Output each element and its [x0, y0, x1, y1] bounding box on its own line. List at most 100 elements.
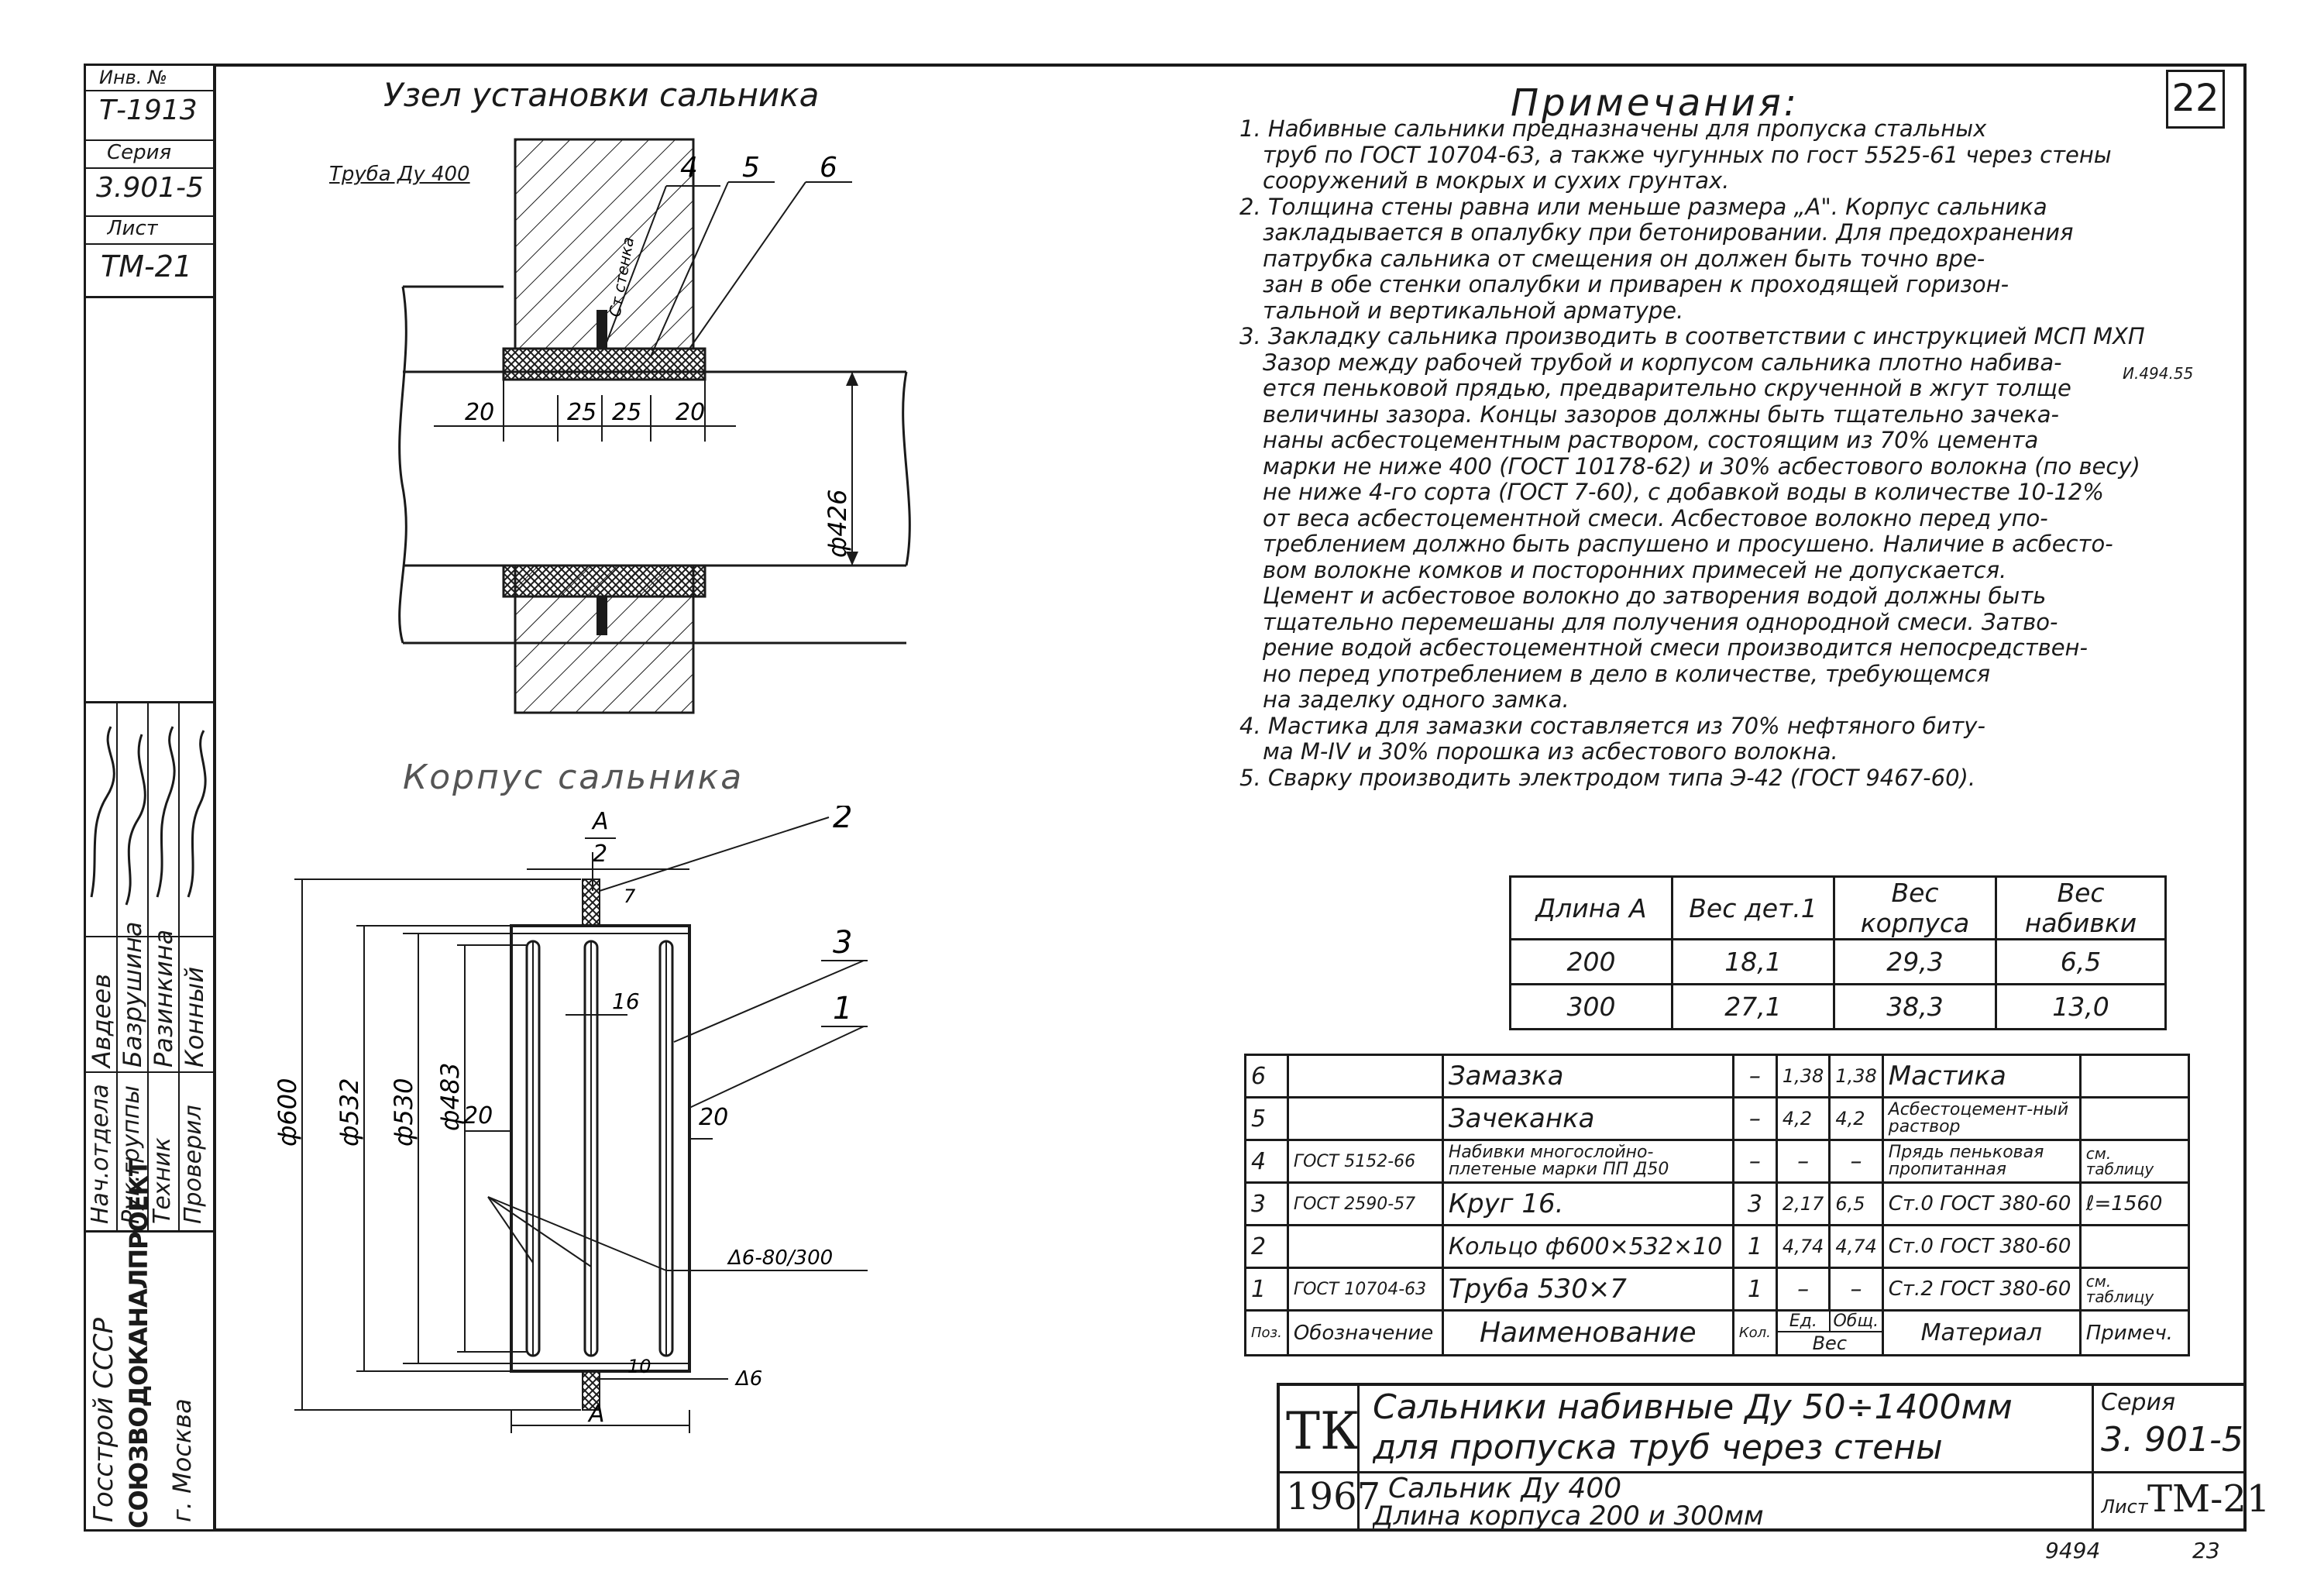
spec-header-designation: Обозначение	[1286, 1309, 1444, 1356]
table-cell: ГОСТ 10704-63	[1286, 1267, 1444, 1312]
table-cell: 27,1	[1671, 983, 1835, 1030]
table-cell: 18,1	[1671, 938, 1835, 985]
table-cell: Асбестоцемент-ный раствор	[1881, 1096, 2082, 1141]
table-cell: см. таблицу	[2078, 1139, 2190, 1184]
org-country: Госстрой СССР	[88, 1318, 119, 1522]
table-cell: –	[1828, 1139, 1884, 1184]
dim-a-half-num: А	[591, 808, 609, 835]
table-cell: 4,74	[1775, 1224, 1831, 1269]
table-cell: 4	[1244, 1139, 1289, 1184]
spec-table: 6 Замазка – 1,38 1,38 Мастика 5 Зачеканк…	[1244, 1054, 2190, 1356]
note-line: рение водой асбестоцементной смеси произ…	[1263, 634, 2088, 661]
table-cell: 4,2	[1828, 1096, 1884, 1141]
note-line: от веса асбестоцементной смеси. Асбестов…	[1263, 504, 2048, 531]
staff-name-4: Конный	[180, 966, 209, 1068]
weights-header-cell: Вес набивки	[1995, 875, 2167, 940]
title-block: ТК 1967 Сальники набивные Ду 50÷1400мм д…	[1277, 1383, 2270, 1532]
dim-20-right: 20	[699, 1104, 728, 1131]
table-cell: –	[1731, 1139, 1778, 1184]
callout-3: 3	[833, 925, 852, 961]
note-line: закладывается в опалубку при бетонирован…	[1263, 219, 2074, 246]
page-footer: 9494	[2045, 1538, 2101, 1563]
table-cell: –	[1775, 1267, 1831, 1312]
list-value: ТМ-21	[101, 249, 193, 284]
list-label: Лист	[107, 217, 158, 240]
spec-header-pos: Поз.	[1244, 1309, 1289, 1356]
note-line: патрубка сальника от смещения он должен …	[1263, 245, 1985, 272]
table-row: 6 Замазка – 1,38 1,38 Мастика	[1244, 1054, 2190, 1098]
table-cell: 200	[1509, 938, 1673, 985]
notes-body: 1. Набивные сальники предназначены для п…	[1239, 115, 2239, 791]
table-cell: 3	[1731, 1181, 1778, 1226]
table-cell: 5	[1244, 1096, 1289, 1141]
note-line: 4. Мастика для замазки составляется из 7…	[1239, 712, 1985, 739]
note-line: Цемент и асбестовое волокно до затворени…	[1263, 583, 2047, 609]
table-cell: –	[1828, 1267, 1884, 1312]
table-cell: 4,74	[1828, 1224, 1884, 1269]
table-row: 2 Кольцо ф600×532×10 1 4,74 4,74 Ст.0 ГО…	[1244, 1224, 2190, 1269]
title-line-1: Сальники набивные Ду 50÷1400мм	[1373, 1387, 2013, 1427]
table-row: 3 ГОСТ 2590-57 Круг 16. 3 2,17 6,5 Ст.0 …	[1244, 1181, 2190, 1226]
spec-header-material: Материал	[1881, 1309, 2082, 1356]
title-list-label: Лист	[2101, 1496, 2148, 1518]
note-line: треблением должно быть распушено и просу…	[1263, 531, 2113, 557]
series-value: 3.901-5	[96, 172, 204, 204]
dim-16: 16	[612, 988, 640, 1014]
org-name: СОЮЗВОДОКАНАЛПРОЕКТ	[124, 1160, 153, 1528]
weights-header-cell: Длина А	[1509, 875, 1673, 940]
table-cell	[1286, 1224, 1444, 1269]
dim-20-left: 20	[463, 1102, 493, 1129]
callout-5: 5	[742, 152, 760, 184]
drawing-frame	[213, 64, 2247, 1532]
table-cell: ГОСТ 2590-57	[1286, 1181, 1444, 1226]
spec-header-name: Наименование	[1441, 1309, 1734, 1356]
title-line-2: для пропуска труб через стены	[1373, 1428, 1943, 1467]
note-line: ется пеньковой прядью, предварительно ск…	[1263, 375, 2071, 401]
staff-name-3: Разинкина	[149, 929, 178, 1068]
table-cell: 1	[1731, 1267, 1778, 1312]
note-line: 1. Набивные сальники предназначены для п…	[1239, 115, 1987, 142]
notes-annotation: И.494.55	[2123, 364, 2194, 383]
weights-table: Длина А Вес дет.1 Вес корпуса Вес набивк…	[1509, 875, 2167, 1030]
pipe-label: Труба Ду 400	[329, 163, 470, 186]
table-row: 5 Зачеканка – 4,2 4,2 Асбестоцемент-ный …	[1244, 1096, 2190, 1141]
table-cell: –	[1731, 1096, 1778, 1141]
note-line: наны асбестоцементным раствором, состоящ…	[1263, 427, 2039, 453]
table-cell: Ст.0 ГОСТ 380-60	[1881, 1181, 2082, 1226]
dim-20-right: 20	[676, 399, 705, 426]
note-line: ма М-IV и 30% порошка из асбестового вол…	[1263, 738, 1838, 765]
table-cell: Круг 16.	[1441, 1181, 1734, 1226]
weld-1: Δ6-80/300	[727, 1246, 833, 1270]
table-row: Длина А Вес дет.1 Вес корпуса Вес набивк…	[1509, 875, 2167, 940]
page-footer-right: 23	[2192, 1538, 2220, 1563]
dim-10: 10	[627, 1356, 651, 1377]
callout-6: 6	[820, 152, 837, 184]
org-city: г. Москва	[167, 1398, 197, 1522]
title-series-value: 3. 901-5	[2101, 1420, 2243, 1460]
note-line: 3. Закладку сальника производить в соотв…	[1239, 323, 2145, 349]
table-cell: 4,2	[1775, 1096, 1831, 1141]
note-line: но перед употреблением в дело в количест…	[1263, 660, 1991, 687]
note-line: вом волокне комков и посторонних примесе…	[1263, 556, 2007, 583]
table-cell: 13,0	[1995, 983, 2167, 1030]
callout-2: 2	[833, 806, 852, 835]
drawing1-title: Узел установки сальника	[383, 76, 820, 114]
diameter-426: ф426	[823, 490, 852, 558]
title-list-value: ТМ-21	[2147, 1477, 2271, 1521]
spec-header-weight-total: Общ.	[1833, 1312, 1879, 1332]
dim-a-half-den: 2	[593, 841, 607, 868]
table-cell: Зачеканка	[1441, 1096, 1734, 1141]
table-cell: 6	[1244, 1054, 1289, 1098]
staff-name-2: Базрушина	[118, 921, 147, 1068]
callout-4: 4	[680, 152, 698, 184]
table-cell: 3	[1244, 1181, 1289, 1226]
table-cell	[2078, 1054, 2190, 1098]
staff-role-1: Нач.отдела	[87, 1084, 114, 1224]
dim-25-a: 25	[567, 399, 596, 426]
note-line: Зазор между рабочей трубой и корпусом са…	[1263, 349, 2062, 376]
note-line: на заделку одного замка.	[1263, 686, 1569, 713]
table-cell	[1286, 1096, 1444, 1141]
table-cell: Прядь пеньковая пропитанная	[1881, 1139, 2082, 1184]
table-row: 300 27,1 38,3 13,0	[1509, 983, 2167, 1030]
table-cell: 6,5	[1828, 1181, 1884, 1226]
